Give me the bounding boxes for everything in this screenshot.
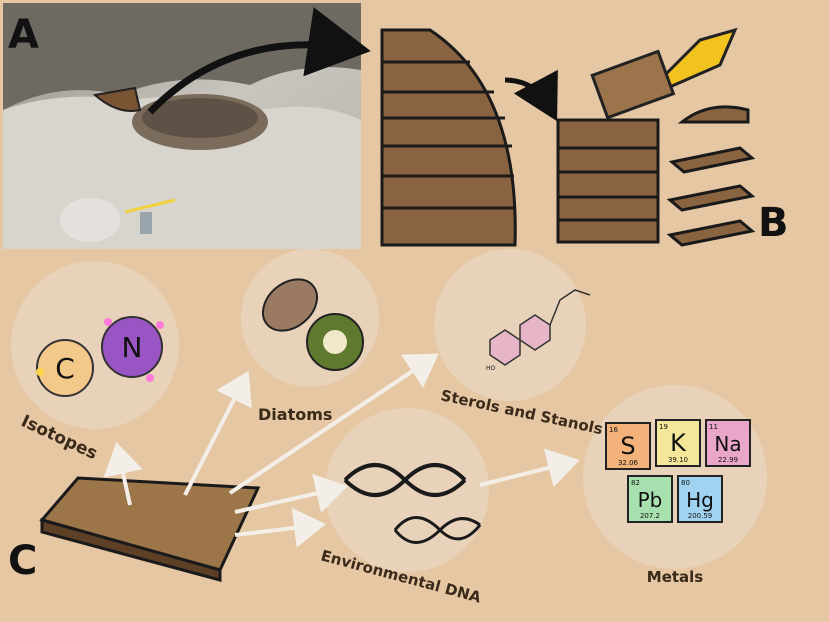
metals-circle bbox=[583, 385, 767, 569]
element-number: 16 bbox=[609, 426, 618, 434]
arrow-to-block bbox=[147, 7, 371, 115]
element-number: 19 bbox=[659, 423, 668, 431]
isotopes-circle bbox=[11, 261, 179, 429]
element-symbol: Pb bbox=[638, 488, 663, 512]
element-symbol: Hg bbox=[686, 488, 714, 512]
element-mass: 22.99 bbox=[718, 456, 738, 464]
element-tiles: 16S32.0619K39.1011Na22.9982Pb207.280Hg20… bbox=[605, 419, 751, 523]
excavation-photo bbox=[3, 3, 361, 250]
element-number: 80 bbox=[681, 479, 690, 487]
element-mass: 32.06 bbox=[618, 459, 639, 467]
element-number: 82 bbox=[631, 479, 640, 487]
element-symbol: Na bbox=[714, 432, 741, 456]
sediment-sample-block bbox=[39, 476, 261, 582]
diatoms-label: Diatoms bbox=[258, 405, 332, 424]
sliced-column bbox=[556, 118, 660, 244]
panel-label-a: A bbox=[8, 12, 39, 58]
element-symbol: K bbox=[670, 429, 687, 457]
analysis-arrows bbox=[103, 353, 580, 548]
element-symbol: S bbox=[620, 432, 635, 460]
metals-label: Metals bbox=[647, 568, 704, 586]
element-mass: 200.59 bbox=[688, 512, 713, 520]
sediment-column bbox=[380, 28, 517, 247]
diatoms-circle bbox=[241, 249, 379, 387]
panel-label-c: C bbox=[8, 538, 38, 584]
nitrogen-atom-label: N bbox=[122, 331, 143, 364]
slice-samples bbox=[666, 105, 756, 247]
arrow-to-slices bbox=[504, 69, 558, 122]
element-number: 11 bbox=[709, 423, 718, 431]
edna-circle bbox=[325, 408, 489, 572]
carbon-atom-label: C bbox=[55, 352, 75, 385]
element-mass: 207.2 bbox=[640, 512, 660, 520]
scoop-icon bbox=[590, 27, 738, 120]
element-mass: 39.10 bbox=[668, 456, 688, 464]
panel-label-b: B bbox=[758, 200, 789, 246]
sterols-circle bbox=[434, 249, 591, 401]
hydroxyl-label: HO bbox=[486, 365, 496, 372]
